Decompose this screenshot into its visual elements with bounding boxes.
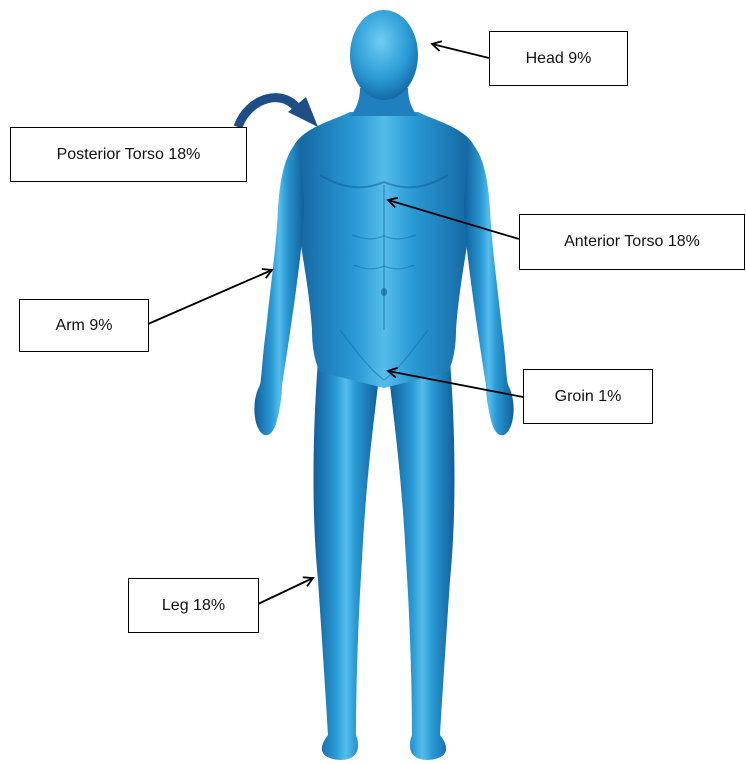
posterior-curved-arrow: [238, 97, 318, 127]
groin-label: Groin 1%: [523, 369, 653, 424]
leg-pointer-arrow: [258, 578, 313, 604]
left-leg: [314, 360, 379, 760]
head-label: Head 9%: [489, 31, 628, 86]
anterior-torso-label: Anterior Torso 18%: [519, 214, 745, 270]
left-arm: [254, 140, 304, 435]
leg-label: Leg 18%: [128, 578, 259, 633]
arm-label: Arm 9%: [19, 299, 149, 352]
right-leg: [390, 360, 455, 760]
posterior-torso-label: Posterior Torso 18%: [10, 127, 247, 182]
head-pointer-arrow: [432, 44, 489, 58]
arm-pointer-arrow: [148, 270, 272, 324]
head: [350, 10, 418, 100]
human-body-figure: [254, 10, 513, 760]
